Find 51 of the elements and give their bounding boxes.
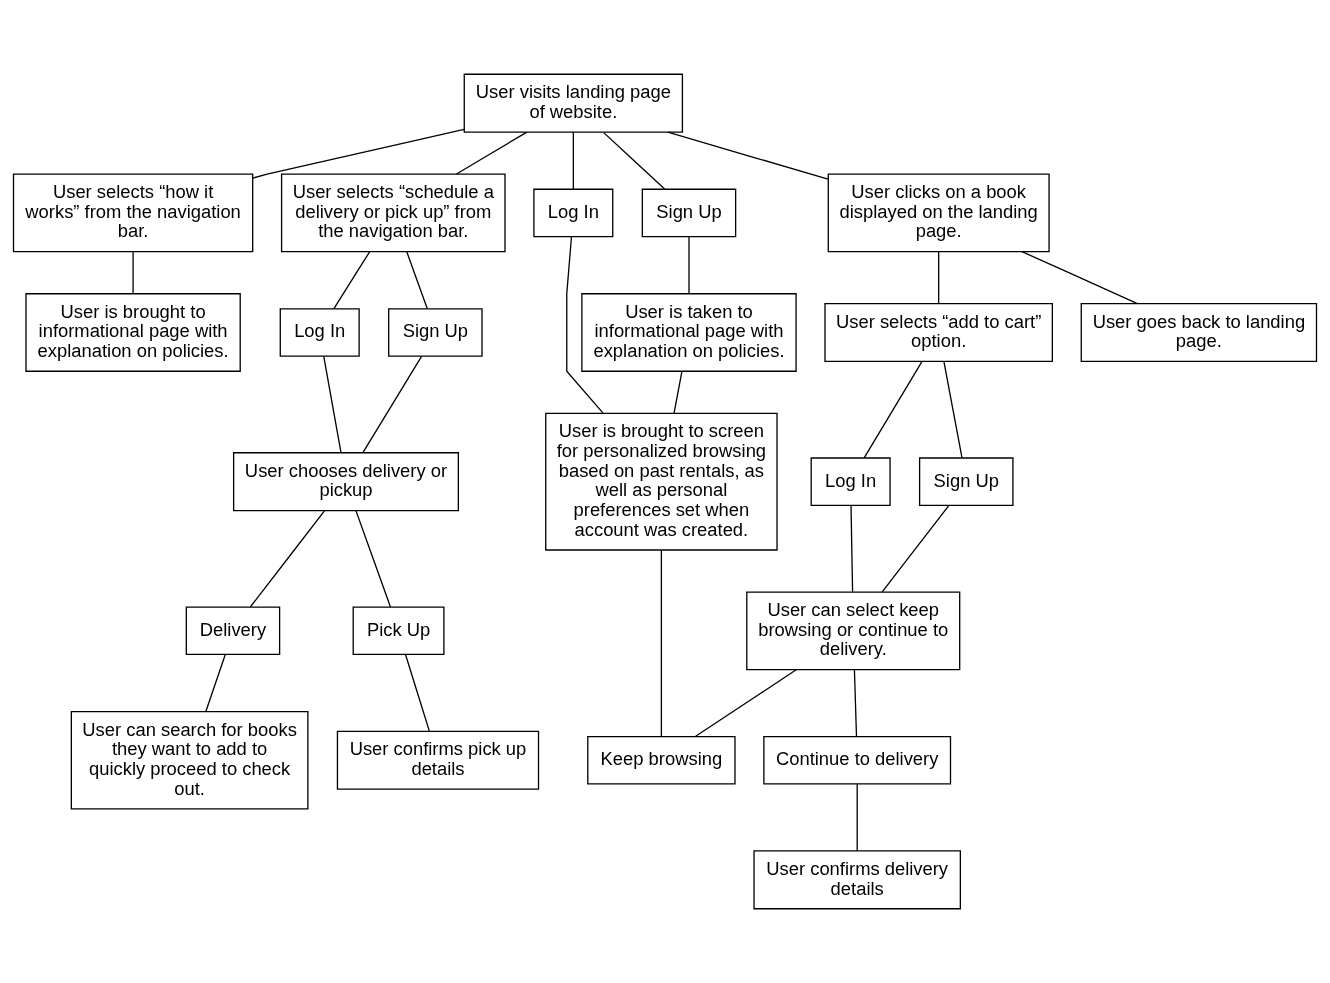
connector [249,510,326,608]
node-box: User confirms delivery details [753,850,961,910]
node-box: User confirms pick up details [336,730,540,790]
connector [881,505,950,593]
connector [943,361,963,459]
connector [856,783,858,852]
node-box: Pick Up [352,606,445,656]
connector [566,236,604,414]
connector [853,669,858,737]
node-box: User goes back to landing page. [1080,302,1318,363]
node-box: Sign Up [388,308,483,357]
node-box: Delivery [185,606,281,656]
node-box: User selects “schedule a delivery or pick up” from the navigation bar. [280,173,506,253]
connector [667,131,829,180]
node-box: User is brought to informational page with explanation on policies. [25,293,241,372]
connector [572,131,574,190]
connector [323,356,342,454]
connector [938,251,940,304]
node-box: User clicks on a book displayed on the landing page. [827,173,1050,253]
connector [333,251,371,310]
node-box: User visits landing page of website. [463,73,684,133]
node-box: Log In [810,457,891,506]
connector [850,505,854,593]
connector [252,128,465,179]
connector [404,654,430,732]
connector [205,654,226,712]
connector [603,131,666,190]
node-box: User can select keep browsing or continue to delivery. [746,591,961,671]
connector [863,361,923,459]
node-box: User is taken to informational page with explanation on policies. [581,293,797,372]
connector [695,669,797,737]
node-box: User is brought to screen for personalized browsing based on past rentals, as well as personal preferences set when account was created. [545,412,778,551]
node-box: User can search for books they want to add to quickly proceed to check out. [70,710,309,810]
connector [132,251,134,295]
connector [688,236,690,295]
connector [660,549,663,738]
connector [355,510,392,608]
connector [673,370,683,414]
connector [406,251,428,310]
connector [455,131,528,175]
connector [362,356,423,454]
node-box: User chooses delivery or pickup [232,452,459,512]
node-box: User selects “how it works” from the navigation bar. [12,173,254,253]
node-box: Log In [279,308,360,357]
node-box: Sign Up [641,188,737,238]
connector [1021,251,1139,305]
node-box: Continue to delivery [763,735,952,785]
node-box: User selects “add to cart” option. [824,302,1053,363]
node-box: Log In [533,188,614,238]
node-box: Keep browsing [587,735,736,785]
node-box: Sign Up [918,457,1014,506]
